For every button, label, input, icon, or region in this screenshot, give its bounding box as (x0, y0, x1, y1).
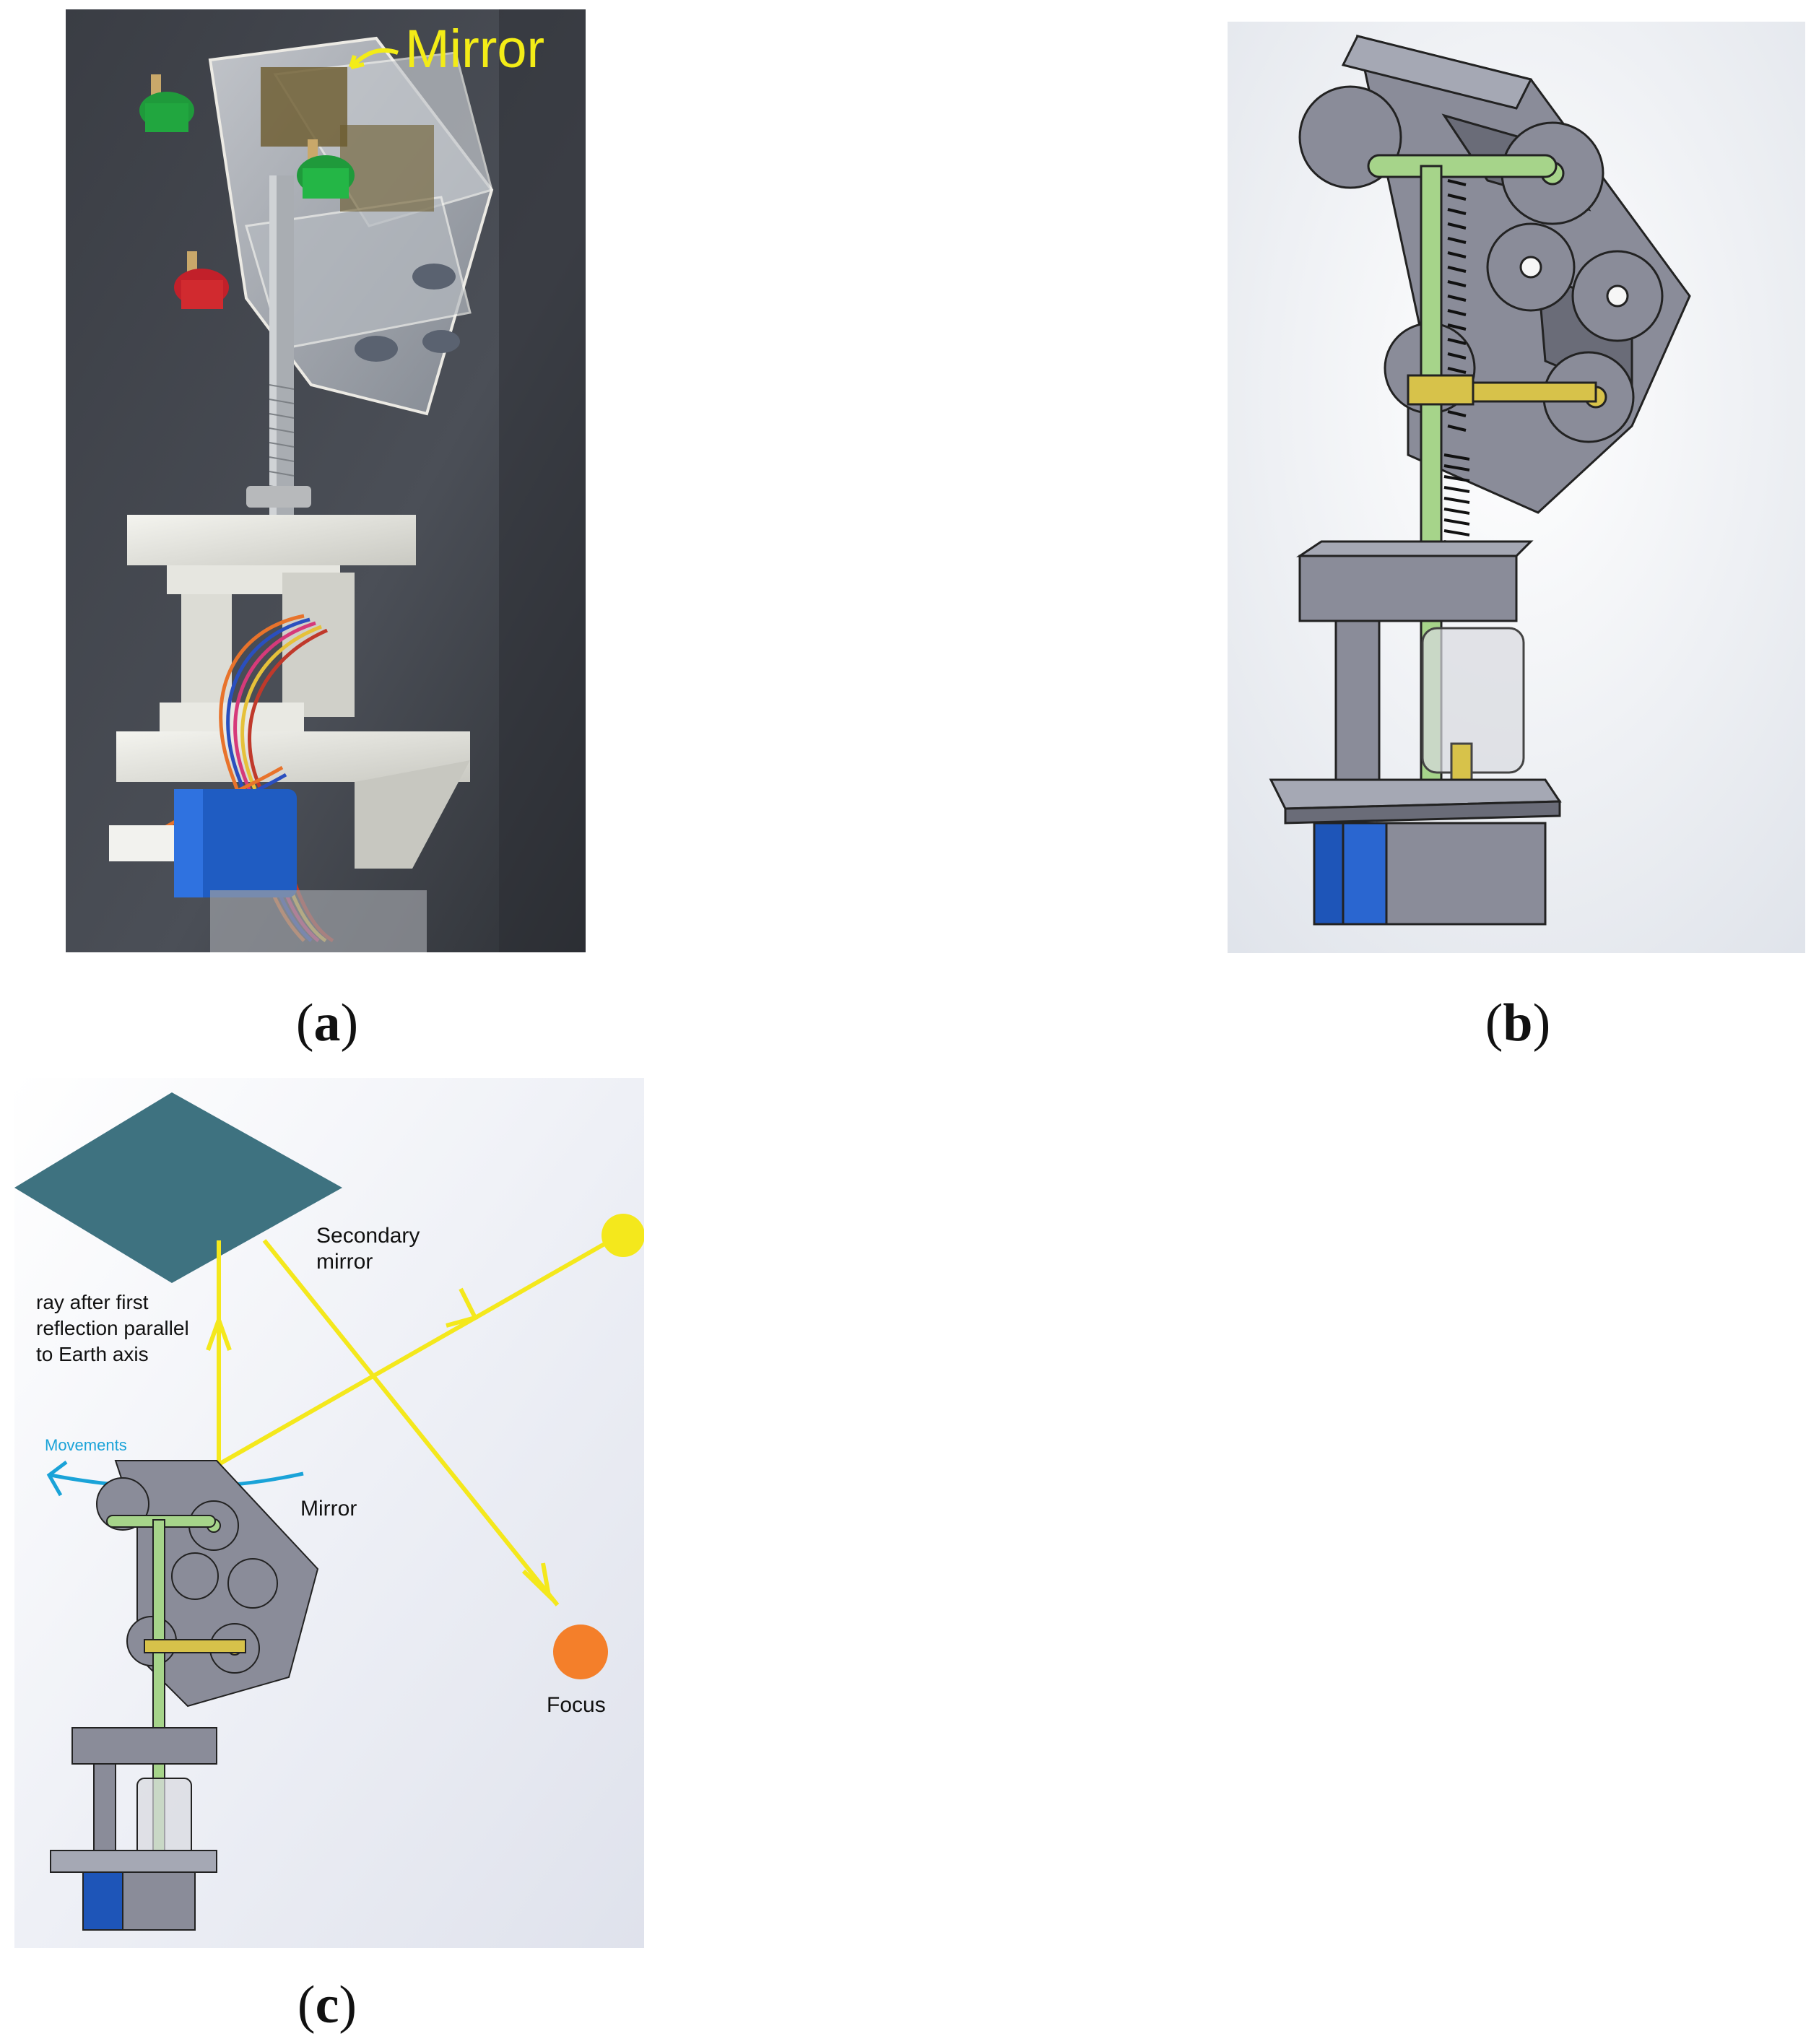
mechanism-cad-render (1228, 22, 1805, 953)
mirror-pointer-arrow (349, 48, 399, 69)
ray-label-line2: reflection parallel (36, 1317, 189, 1339)
secondary-mirror-label-line1: Secondary (316, 1224, 420, 1248)
connector (109, 825, 174, 861)
secondary-mirror-label-line2: mirror (316, 1250, 373, 1274)
caption-a: (a) (295, 993, 359, 1053)
ray-schematic: Secondary mirror ray after first reflect… (14, 1078, 644, 1948)
focus-point (553, 1625, 608, 1679)
light-rays (206, 1233, 621, 1606)
caption-c: (c) (297, 1975, 357, 2035)
mirror-label: Mirror (300, 1497, 357, 1521)
focused-ray (262, 1239, 560, 1606)
ray-label-line1: ray after first (36, 1291, 149, 1313)
ray-arrowhead-incoming (446, 1287, 479, 1328)
red-post (174, 251, 229, 309)
mechanism-photo: Mirror (66, 9, 586, 952)
ray-arrowhead-focus (521, 1562, 552, 1602)
stepper-motor (174, 789, 297, 897)
shaft-coupler (1421, 627, 1525, 781)
threaded-rod (246, 175, 311, 515)
ray-label-line3: to Earth axis (36, 1343, 149, 1365)
mirror-photo-label: Mirror (405, 19, 544, 79)
secondary-mirror (14, 1092, 342, 1283)
mechanism-small (50, 1460, 319, 1931)
stepper-motor (1313, 822, 1547, 926)
cad-panel-b (1228, 22, 1805, 953)
upper-bracket (1296, 540, 1534, 796)
photo-panel-a: Mirror (66, 9, 586, 952)
movements-label: Movements (45, 1436, 127, 1454)
brass-collar (1407, 374, 1597, 406)
focus-label: Focus (547, 1693, 606, 1717)
sun-icon (602, 1214, 644, 1257)
caption-b: (b) (1485, 993, 1551, 1053)
base-plate (1269, 778, 1562, 825)
green-post-left (139, 74, 194, 132)
schematic-panel-c: Secondary mirror ray after first reflect… (14, 1078, 644, 1948)
printed-bracket (116, 515, 470, 869)
ray-arrowhead-up (206, 1313, 232, 1352)
green-post-right (297, 139, 355, 199)
incoming-sun-ray (217, 1233, 621, 1466)
